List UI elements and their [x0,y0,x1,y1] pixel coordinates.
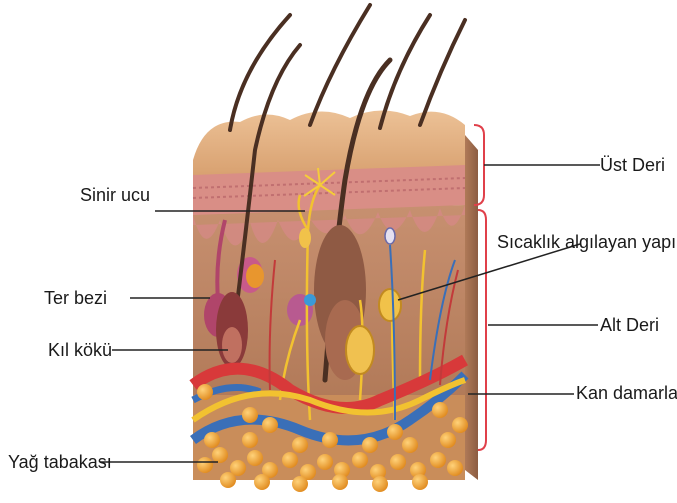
label-yag-tabakasi: Yağ tabakası [8,452,112,472]
fat-cell [352,452,368,468]
fat-cell [262,417,278,433]
blue-receptor [304,294,316,306]
fat-cell [220,472,236,488]
fat-cell [372,476,388,492]
fat-cell [292,476,308,492]
fat-cell [387,424,403,440]
pacinian-corpuscle [346,326,374,374]
fat-cell [402,437,418,453]
fat-cell [247,450,263,466]
label-alt-deri: Alt Deri [600,315,659,335]
receptor-top [385,228,395,244]
receptor-small [299,228,311,248]
label-ter-bezi: Ter bezi [44,288,107,308]
fat-cell [452,417,468,433]
fat-cell [430,452,446,468]
bracket-dermis [478,210,486,450]
fat-cell [440,432,456,448]
fat-cell [282,452,298,468]
fat-cell [242,407,258,423]
fat-cell [332,474,348,490]
fat-cell [212,447,228,463]
label-ust-deri: Üst Deri [600,155,665,175]
fat-cell [322,432,338,448]
fat-cell [362,437,378,453]
label-kil-koku: Kıl kökü [48,340,112,360]
fat-cell [412,474,428,490]
label-kan-damarlari: Kan damarları [576,383,677,403]
fat-cell [317,454,333,470]
fat-cell [242,432,258,448]
fat-cell [254,474,270,490]
label-sinir-ucu: Sinir ucu [80,185,150,205]
fat-cell [432,402,448,418]
orange-gland [246,264,264,288]
fat-cell [204,432,220,448]
fat-cell [390,454,406,470]
fat-cell [447,460,463,476]
fat-cell [197,384,213,400]
fat-cell [292,437,308,453]
temperature-receptor [379,289,401,321]
label-sicaklik: Sıcaklık algılayan yapılar [497,232,677,252]
fat-cell [197,457,213,473]
